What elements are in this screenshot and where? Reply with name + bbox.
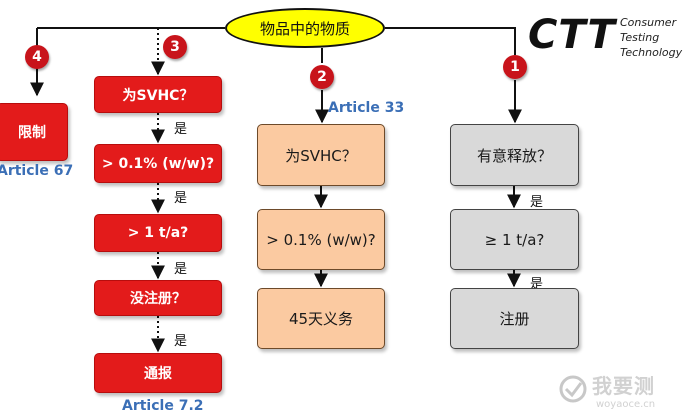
b3-not-registered-box: 没注册？	[94, 280, 222, 316]
article-67-label: Article 67	[0, 163, 74, 179]
watermark-url: woyaoce.cn	[596, 399, 656, 410]
b2-is-svhc-box: 为SVHC？	[257, 124, 385, 186]
badge-3: 3	[163, 35, 187, 59]
b3-yes-label-1: 是	[174, 122, 188, 137]
article-33-label: Article 33	[328, 100, 405, 116]
article-7-2-label: Article 7.2	[122, 398, 204, 414]
b3-yes-label-2: 是	[174, 191, 188, 206]
badge-2: 2	[310, 65, 334, 89]
b2-concentration-box: > 0.1% (w/w)?	[257, 209, 385, 270]
b3-is-svhc-box: 为SVHC？	[94, 76, 222, 113]
ctt-logo-line2: Testing	[620, 31, 660, 44]
watermark: 我要测 woyaoce.cn	[556, 368, 696, 416]
ctt-logo: CTT Consumer Testing Technology	[528, 12, 693, 64]
b3-yes-label-4: 是	[174, 334, 188, 349]
ctt-logo-line3: Technology	[620, 46, 683, 59]
badge-1: 1	[503, 55, 527, 79]
bus-line-right	[385, 27, 516, 55]
b1-yes-label-1: 是	[530, 195, 544, 210]
watermark-logo-icon	[559, 375, 587, 403]
b1-tonnage-box: ≥ 1 t/a?	[450, 209, 579, 270]
ctt-logo-line1: Consumer	[620, 16, 677, 29]
b3-concentration-box: > 0.1% (w/w)?	[94, 144, 222, 183]
b3-tonnage-box: > 1 t/a?	[94, 214, 222, 252]
ctt-logo-mark: CTT	[528, 12, 616, 58]
b3-yes-label-3: 是	[174, 262, 188, 277]
b2-45-day-obligation-box: 45天义务	[257, 288, 385, 349]
watermark-text: 我要测	[592, 374, 655, 398]
badge-4: 4	[25, 45, 49, 69]
substances-in-articles-oval: 物品中的物质	[225, 8, 385, 48]
b3-notification-box: 通报	[94, 353, 222, 393]
b1-registration-box: 注册	[450, 288, 579, 349]
restriction-box: 限制	[0, 103, 68, 161]
b1-intended-release-box: 有意释放？	[450, 124, 579, 186]
